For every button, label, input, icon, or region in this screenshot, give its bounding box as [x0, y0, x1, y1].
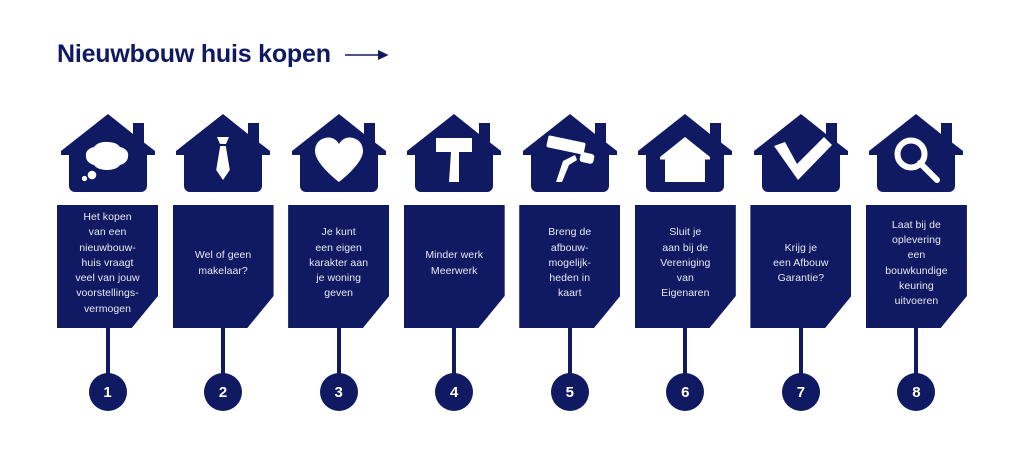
step-number-badge[interactable]: 3	[319, 373, 358, 411]
step-number-badge[interactable]: 4	[435, 373, 474, 411]
step-card: Je kunt een eigen karakter aan je woning…	[288, 205, 390, 328]
step-1[interactable]: Het kopen van een nieuwbouw- huis vraagt…	[57, 112, 158, 411]
connector-line	[336, 328, 341, 374]
connector-line	[452, 328, 457, 374]
step-text: Laat bij de oplevering een bouwkundige k…	[885, 218, 948, 307]
step-text: Je kunt een eigen karakter aan je woning…	[309, 226, 369, 300]
step-card: Het kopen van een nieuwbouw- huis vraagt…	[57, 205, 158, 328]
step-5[interactable]: Breng de afbouw- mogelijk- heden in kaar…	[519, 112, 621, 411]
connector-line	[683, 328, 688, 374]
arrow-right-icon	[344, 49, 389, 60]
step-7[interactable]: Krijg je een Afbouw Garantie? 7	[750, 112, 852, 411]
step-text: Sluit je aan bij de Vereniging van Eigen…	[660, 226, 711, 300]
thought-bubble-house-icon	[60, 114, 155, 192]
step-number-badge[interactable]: 7	[781, 373, 820, 411]
connector-line	[798, 328, 803, 374]
step-8[interactable]: Laat bij de oplevering een bouwkundige k…	[865, 112, 967, 411]
checkmark-house-icon	[753, 114, 848, 192]
heart-house-icon	[291, 114, 386, 192]
step-card: Breng de afbouw- mogelijk- heden in kaar…	[519, 205, 621, 328]
step-2[interactable]: Wel of geen makelaar? 2	[172, 112, 274, 411]
paint-roller-house-icon	[522, 114, 617, 192]
inner-house-house-icon	[638, 114, 733, 192]
connector-line	[221, 328, 226, 374]
step-card: Minder werk Meerwerk	[403, 205, 505, 328]
connector-line	[914, 328, 919, 374]
step-number-badge[interactable]: 2	[204, 373, 243, 411]
step-text: Breng de afbouw- mogelijk- heden in kaar…	[548, 226, 592, 300]
step-number-badge[interactable]: 5	[550, 373, 589, 411]
step-card: Sluit je aan bij de Vereniging van Eigen…	[634, 205, 736, 328]
step-number-badge[interactable]: 1	[88, 373, 127, 411]
connector-line	[105, 328, 110, 374]
page-title-label: Nieuwbouw huis kopen	[57, 40, 331, 68]
step-text: Wel of geen makelaar?	[194, 249, 252, 277]
page-title: Nieuwbouw huis kopen	[57, 42, 389, 67]
step-3[interactable]: Je kunt een eigen karakter aan je woning…	[288, 112, 390, 411]
step-text: Minder werk Meerwerk	[425, 249, 484, 277]
step-text: Krijg je een Afbouw Garantie?	[773, 241, 829, 285]
hammer-house-icon	[407, 114, 502, 192]
step-card: Laat bij de oplevering een bouwkundige k…	[865, 205, 967, 328]
necktie-house-icon	[176, 114, 271, 192]
steps-container: Het kopen van een nieuwbouw- huis vraagt…	[57, 112, 967, 432]
step-card: Krijg je een Afbouw Garantie?	[750, 205, 852, 328]
step-number-badge[interactable]: 8	[897, 373, 936, 411]
step-6[interactable]: Sluit je aan bij de Vereniging van Eigen…	[634, 112, 736, 411]
step-4[interactable]: Minder werk Meerwerk 4	[403, 112, 505, 411]
step-card: Wel of geen makelaar?	[172, 205, 274, 328]
step-text: Het kopen van een nieuwbouw- huis vraagt…	[75, 211, 140, 315]
step-number-badge[interactable]: 6	[666, 373, 705, 411]
connector-line	[567, 328, 572, 374]
magnifier-house-icon	[869, 114, 964, 192]
